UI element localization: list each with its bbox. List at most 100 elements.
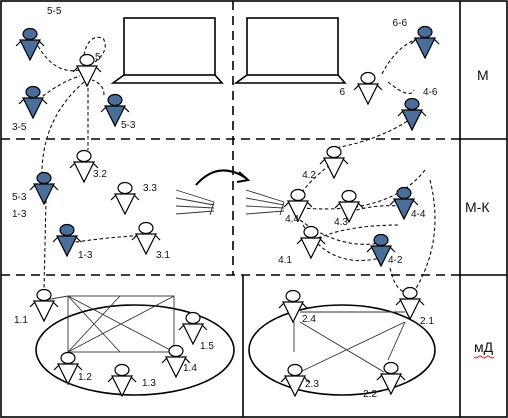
person-body xyxy=(414,37,436,60)
person-head xyxy=(383,361,399,375)
person-icon xyxy=(107,363,137,398)
person-icon xyxy=(280,363,310,398)
person-icon xyxy=(53,351,83,386)
person-icon xyxy=(278,289,308,324)
person-label: 1-3 xyxy=(78,250,93,261)
person-icon xyxy=(161,344,191,379)
person-arms xyxy=(161,357,191,364)
person-head xyxy=(168,344,184,358)
person-label: 5-3 xyxy=(12,192,27,203)
person-head xyxy=(76,149,92,163)
person-arms xyxy=(53,364,83,371)
person-arms xyxy=(69,162,99,169)
zone-label-bottom: мД xyxy=(474,339,494,355)
person-head xyxy=(138,221,154,235)
person-label: 4-6 xyxy=(423,87,438,98)
person-arms xyxy=(366,246,396,253)
person-label: 1.3 xyxy=(142,378,156,389)
person-arms xyxy=(107,376,137,383)
person-arms xyxy=(131,234,161,241)
person-body xyxy=(323,157,345,180)
person-label: 1-3 xyxy=(12,209,27,220)
person-arms xyxy=(334,202,364,209)
person-head xyxy=(303,225,319,239)
person-head xyxy=(360,71,376,85)
person-head xyxy=(285,289,301,303)
person-body xyxy=(56,235,78,258)
person-head xyxy=(290,188,306,202)
person-label: 6 xyxy=(339,87,345,98)
person-arms xyxy=(353,84,383,91)
person-icon xyxy=(18,85,48,120)
spellcheck-underline xyxy=(473,355,495,359)
person-head xyxy=(402,286,418,300)
person-arms xyxy=(110,194,140,201)
person-icon xyxy=(397,97,427,132)
person-label: 1.4 xyxy=(183,363,197,374)
person-label: 3.3 xyxy=(143,183,157,194)
person-body xyxy=(33,183,55,206)
person-label: 4.2 xyxy=(302,170,316,181)
zone-label-middle: М-К xyxy=(465,199,490,215)
person-arms xyxy=(389,199,419,206)
person-icon xyxy=(395,286,425,321)
person-head xyxy=(404,97,420,111)
person-label: 4.3 xyxy=(334,217,348,228)
person-icon xyxy=(283,188,313,223)
person-label: 1.1 xyxy=(14,315,28,326)
person-body xyxy=(73,161,95,184)
person-icon xyxy=(131,221,161,256)
person-label: 4-4 xyxy=(411,209,426,220)
right-team-links xyxy=(293,311,406,373)
person-arms xyxy=(72,66,102,73)
person-head xyxy=(114,363,130,377)
person-icon xyxy=(376,361,406,396)
person-head xyxy=(117,181,133,195)
person-label: 2.2 xyxy=(363,389,377,400)
team-group-left xyxy=(35,304,235,396)
person-head xyxy=(22,27,38,41)
person-icon xyxy=(410,25,440,60)
person-icon xyxy=(110,181,140,216)
person-label: 3.1 xyxy=(156,250,170,261)
person-arms xyxy=(15,40,45,47)
left-team-links xyxy=(44,295,178,353)
person-arms xyxy=(29,184,59,191)
person-icon xyxy=(52,223,82,258)
person-label: 5-5 xyxy=(47,6,62,17)
person-body xyxy=(111,375,133,398)
person-label: 4-2 xyxy=(388,255,403,266)
person-icon xyxy=(100,93,130,128)
person-head xyxy=(417,25,433,39)
person-body xyxy=(114,193,136,216)
person-icon xyxy=(29,288,59,323)
person-icon xyxy=(319,145,349,180)
person-icon xyxy=(353,71,383,106)
person-arms xyxy=(178,324,208,331)
person-arms xyxy=(397,110,427,117)
person-icon xyxy=(69,149,99,184)
person-icon xyxy=(15,27,45,62)
person-arms xyxy=(280,376,310,383)
person-arms xyxy=(283,201,313,208)
person-arms xyxy=(52,236,82,243)
person-label: 2.1 xyxy=(420,316,434,327)
person-arms xyxy=(296,238,326,245)
person-head xyxy=(59,223,75,237)
person-head xyxy=(326,145,342,159)
person-icon xyxy=(296,225,326,260)
person-icon xyxy=(334,189,364,224)
person-head xyxy=(287,363,303,377)
person-head xyxy=(373,233,389,247)
person-arms xyxy=(18,98,48,105)
person-head xyxy=(60,351,76,365)
person-head xyxy=(341,189,357,203)
person-label: 1.5 xyxy=(200,341,214,352)
laptop-icon-right xyxy=(233,17,347,84)
person-body xyxy=(19,39,41,62)
person-label: 2.4 xyxy=(302,314,316,325)
person-label: 5 xyxy=(95,52,101,63)
person-label: 6-6 xyxy=(393,18,408,29)
person-label: 3.2 xyxy=(93,169,107,180)
